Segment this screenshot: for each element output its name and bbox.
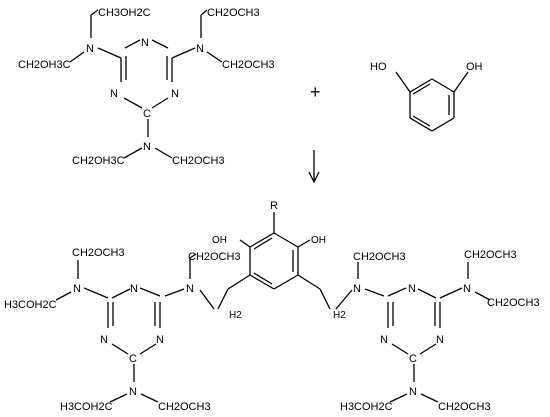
- ring-n-right: N: [171, 88, 179, 100]
- group-right-linker-up: CH2OCH3: [353, 251, 406, 263]
- right-ring-c-bottom: C: [409, 353, 417, 365]
- left-amine-n-bottom: N: [129, 386, 137, 398]
- amine-n-left: N: [86, 43, 94, 55]
- group-right-bottom-left: H3COH2C: [340, 401, 393, 413]
- group-top-left-up: CH3OH2C: [98, 7, 151, 19]
- group-right-side: CH2OCH3: [487, 297, 540, 309]
- hydroxyl-left: HO: [370, 61, 387, 73]
- left-ring-n-left: N: [100, 334, 108, 346]
- left-ring-n-right: N: [156, 334, 164, 346]
- right-amine-n-side: N: [463, 283, 471, 295]
- group-right-bottom-right: CH2OCH3: [438, 401, 491, 413]
- hydroxyl-right: OH: [466, 61, 483, 73]
- product-amine-n-left-linker: N: [186, 283, 194, 295]
- reactant-melamine: N N N C N CH3OH2C CH2OH3C N CH2OCH3 CH2O…: [18, 7, 275, 167]
- plus-sign: +: [310, 82, 321, 102]
- methylene-left: H2: [229, 310, 242, 321]
- left-triazine: N N N C N CH2OCH3 H3COH2C N H3COH2C: [4, 247, 211, 413]
- right-ring-n-top: N: [408, 283, 416, 295]
- group-left-bottom-right: CH2OCH3: [158, 401, 211, 413]
- methylene-right: H2: [333, 310, 346, 321]
- group-left-linker-up: CH2OCH3: [188, 251, 241, 263]
- amine-n-right: N: [196, 43, 204, 55]
- right-ring-n-left: N: [380, 334, 388, 346]
- left-ring-c-bottom: C: [129, 353, 137, 365]
- reaction-arrow: [308, 150, 320, 184]
- left-amine-n-side: N: [73, 283, 81, 295]
- group-left-side: H3COH2C: [4, 299, 57, 311]
- product-hydroxyl-left: OH: [212, 235, 227, 246]
- ring-c-bottom: C: [143, 108, 151, 120]
- left-ring-n-top: N: [130, 283, 138, 295]
- right-ring-n-right: N: [436, 334, 444, 346]
- amine-n-bottom: N: [143, 141, 151, 153]
- ring-n-left: N: [110, 88, 118, 100]
- product-benzene-bonds: [249, 232, 299, 290]
- reactant-resorcinol: HO OH: [370, 61, 483, 132]
- r-group: R: [270, 200, 278, 212]
- group-bottom-left: CH2OH3C: [72, 155, 125, 167]
- group-top-left-side: CH2OH3C: [18, 59, 71, 71]
- benzene-ring-bonds: [409, 78, 455, 132]
- product: R OH OH H2 N CH2OCH3 H2 N CH2OCH3 N: [4, 200, 540, 413]
- group-left-top: CH2OCH3: [72, 247, 125, 259]
- group-top-right-up: CH2OCH3: [207, 7, 260, 19]
- product-hydroxyl-right: OH: [311, 235, 326, 246]
- product-amine-n-right-linker: N: [353, 283, 361, 295]
- right-amine-n-bottom: N: [409, 386, 417, 398]
- group-right-top: CH2OCH3: [464, 249, 517, 261]
- right-triazine: N N N C N CH2OCH3 CH2OCH3 N H3COH2C: [340, 249, 540, 413]
- group-left-bottom-left: H3COH2C: [60, 401, 113, 413]
- ring-n-top: N: [141, 37, 149, 49]
- group-top-right-side: CH2OCH3: [222, 59, 275, 71]
- group-bottom-right: CH2OCH3: [172, 155, 225, 167]
- triazine-ring-bonds: [120, 39, 173, 109]
